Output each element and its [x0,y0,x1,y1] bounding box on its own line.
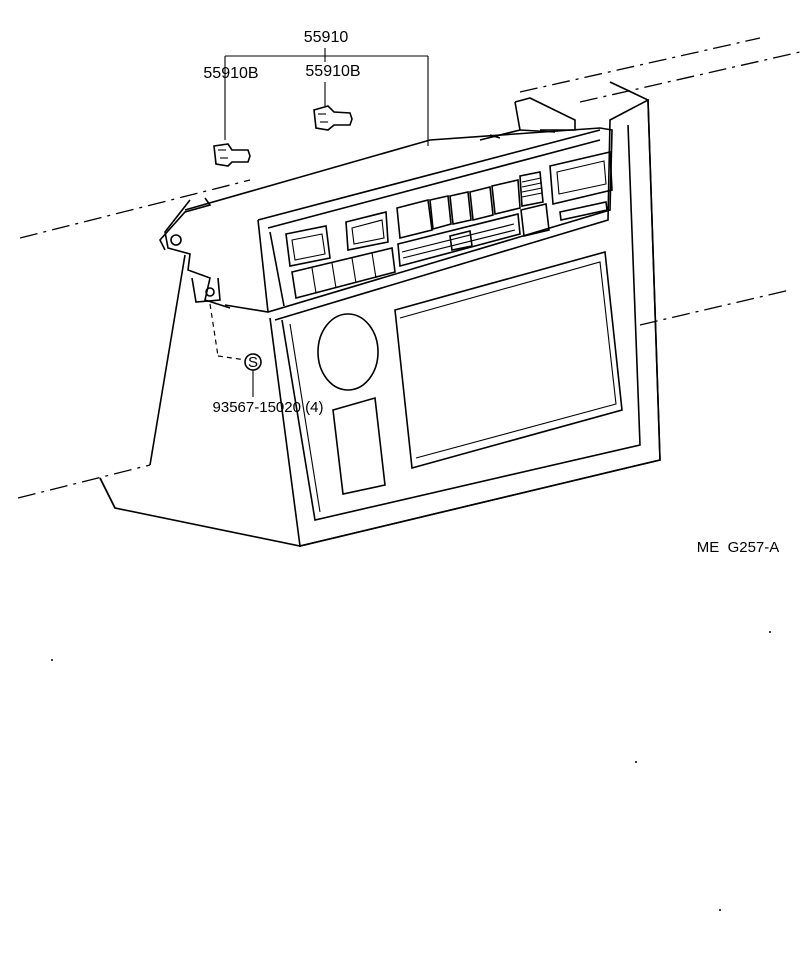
left-mounting-bracket [164,199,231,309]
part-number-assembly: 55910 [304,29,349,46]
phantom-lines [17,37,800,499]
screw-symbol-text: S [248,354,258,371]
part-number-screw: 93567-15020 (4) [213,399,324,416]
bulb-right-icon [313,105,353,131]
control-unit-housing [159,97,613,313]
bulb-left-icon [213,143,251,167]
control-face [285,151,613,299]
screw-symbol-icon: S [244,353,262,371]
drawing-code: ME G257-A [697,539,780,556]
part-number-bulb-right: 55910B [305,63,360,80]
scan-specks [51,631,771,911]
leader-lines [209,48,429,397]
bezel [269,98,661,547]
part-number-bulb-left: 55910B [203,65,258,82]
dash-panel-body [99,81,661,547]
